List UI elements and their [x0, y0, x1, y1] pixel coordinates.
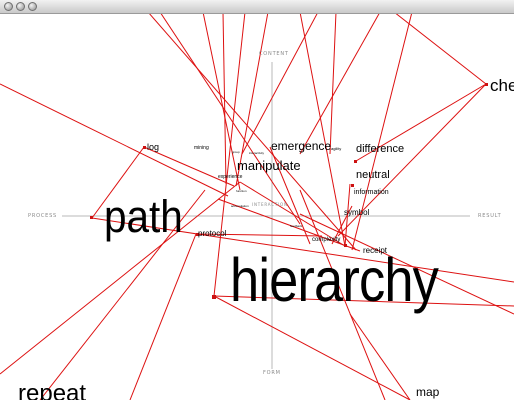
visualization-canvas[interactable]: CONTENT FORM PROCESS RESULT INTERACTION … [0, 14, 514, 400]
word-difference[interactable]: difference [356, 143, 405, 155]
link-line [39, 189, 206, 400]
link-line [213, 14, 246, 297]
link-line [331, 205, 353, 245]
node-marker[interactable] [196, 233, 199, 236]
word-group[interactable]: group [232, 150, 240, 154]
word-hierarchy[interactable]: hierarchy [230, 246, 439, 314]
link-line [269, 146, 311, 245]
axis-label-result: RESULT [478, 213, 502, 219]
link-line [213, 295, 411, 400]
link-line [337, 83, 487, 237]
axis-label-content: CONTENT [259, 51, 289, 57]
link-line [239, 181, 346, 247]
zoom-button[interactable] [28, 2, 37, 11]
link-line [91, 146, 145, 219]
node-marker[interactable] [90, 216, 93, 219]
word-path[interactable]: path [104, 191, 183, 242]
word-manipulate[interactable]: manipulate [237, 158, 301, 173]
link-line [222, 14, 227, 185]
link-line [143, 146, 235, 187]
word-log[interactable]: log [147, 142, 160, 152]
word-feedback[interactable]: feedback [290, 224, 303, 228]
link-line [0, 181, 241, 375]
close-button[interactable] [4, 2, 13, 11]
node-marker[interactable] [351, 184, 354, 187]
word-interactivity[interactable]: interactivity [249, 151, 265, 155]
link-graph [0, 14, 514, 400]
link-line [213, 295, 514, 307]
link-line [329, 14, 337, 155]
link-line [235, 14, 269, 187]
link-line [299, 213, 514, 315]
link-line [149, 14, 357, 251]
word-accumulation[interactable]: accumulation [231, 204, 249, 208]
node-marker[interactable] [212, 295, 216, 299]
link-line [91, 217, 514, 283]
word-mining[interactable]: mining [194, 145, 209, 151]
minimize-button[interactable] [16, 2, 25, 11]
axis-label-process: PROCESS [28, 213, 58, 219]
axis-label-form: FORM [263, 370, 281, 376]
link-line [351, 14, 413, 251]
links [0, 14, 514, 400]
node-marker[interactable] [344, 244, 347, 247]
word-symbol[interactable]: symbol [344, 208, 370, 217]
node-marker[interactable] [143, 146, 146, 149]
word-repeat-partial[interactable]: repeat [18, 380, 87, 400]
title-bar[interactable] [0, 0, 514, 14]
word-function[interactable]: function [236, 189, 247, 193]
axis-label-interaction: INTERACTION [252, 202, 288, 207]
link-line [299, 14, 346, 247]
link-line [0, 83, 229, 197]
word-experience[interactable]: experience [218, 174, 243, 180]
link-line [129, 233, 197, 400]
word-chaos-partial[interactable]: che [490, 76, 514, 95]
word-agility[interactable]: agility [331, 146, 342, 151]
word-neutral[interactable]: neutral [356, 169, 390, 181]
link-line [299, 189, 386, 400]
word-information[interactable]: information [354, 189, 389, 196]
link-line [241, 14, 318, 155]
link-line [349, 313, 411, 400]
word-map-partial[interactable]: map [416, 385, 440, 399]
link-line [217, 198, 361, 252]
word-emergence[interactable]: emergence [271, 139, 332, 153]
link-line [195, 233, 323, 237]
link-line [299, 14, 380, 155]
link-line [202, 14, 241, 191]
axes [62, 62, 470, 369]
link-line [355, 83, 487, 162]
word-complexity[interactable]: complexity [312, 237, 341, 243]
link-line [160, 14, 301, 225]
word-protocol[interactable]: protocol [198, 229, 227, 238]
node-marker[interactable] [354, 160, 357, 163]
node-marker[interactable] [485, 83, 488, 86]
link-line [395, 14, 487, 85]
word-receipt[interactable]: receipt [363, 246, 388, 255]
